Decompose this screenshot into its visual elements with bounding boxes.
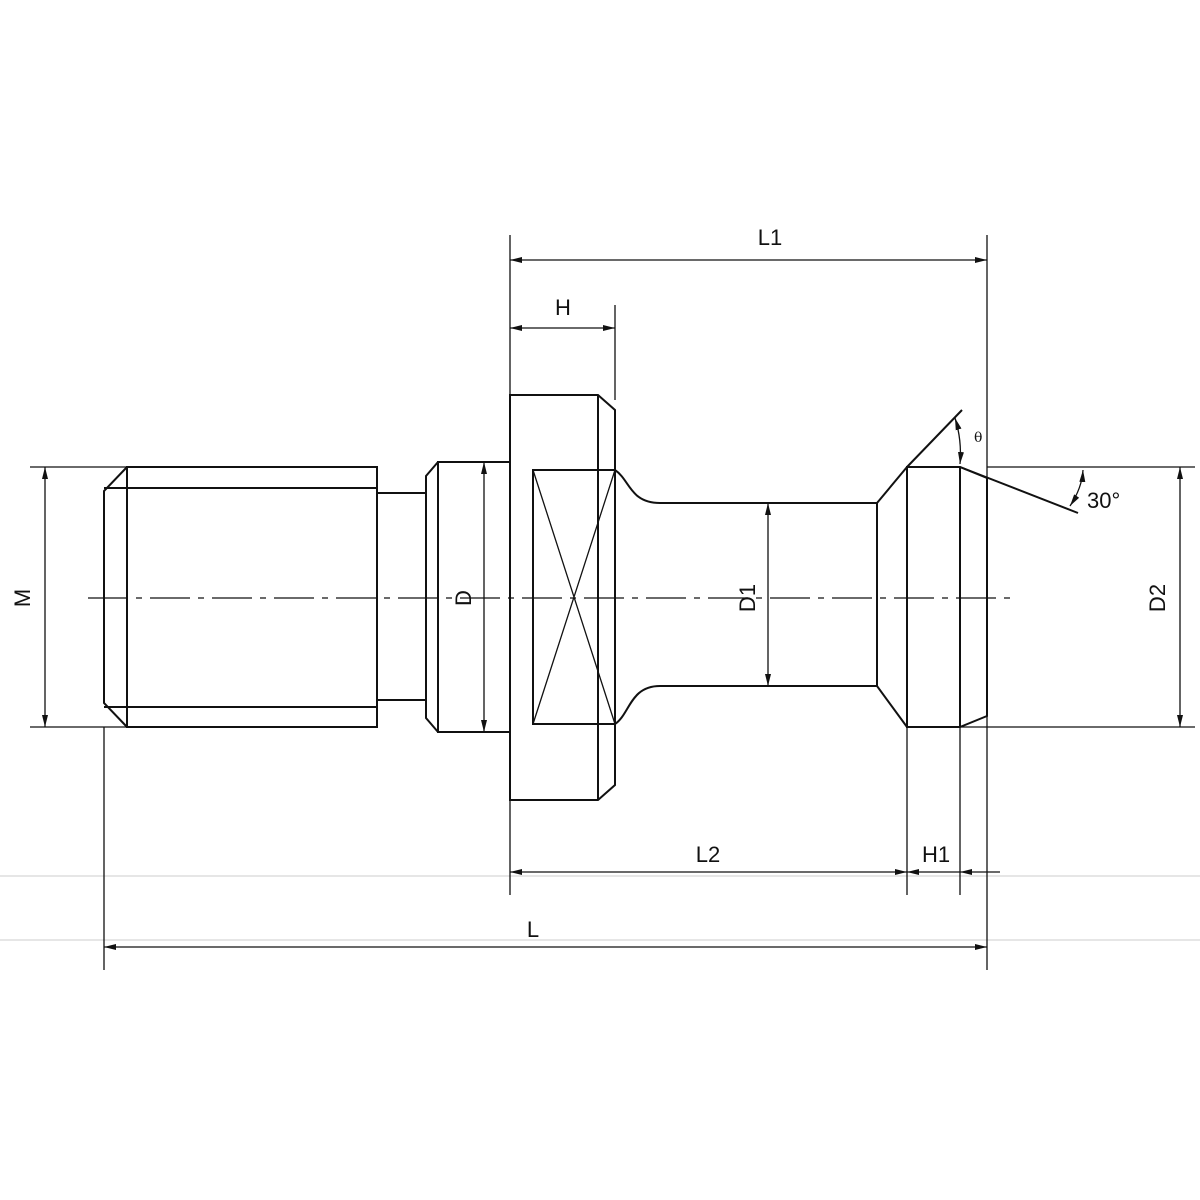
label-L2: L2 <box>696 842 720 867</box>
label-L: L <box>527 917 539 942</box>
label-D: D <box>451 590 476 606</box>
dimension-lines <box>30 235 1195 970</box>
label-D1: D1 <box>735 584 760 612</box>
label-angle-30: 30° <box>1087 488 1120 513</box>
label-L1: L1 <box>758 225 782 250</box>
label-D2: D2 <box>1145 584 1170 612</box>
label-H1: H1 <box>922 842 950 867</box>
label-M: M <box>10 589 35 607</box>
dimension-labels: L1 H M D D1 D2 L2 H1 L 30° θ <box>10 225 1170 942</box>
label-theta: θ <box>974 430 982 446</box>
label-H: H <box>555 295 571 320</box>
